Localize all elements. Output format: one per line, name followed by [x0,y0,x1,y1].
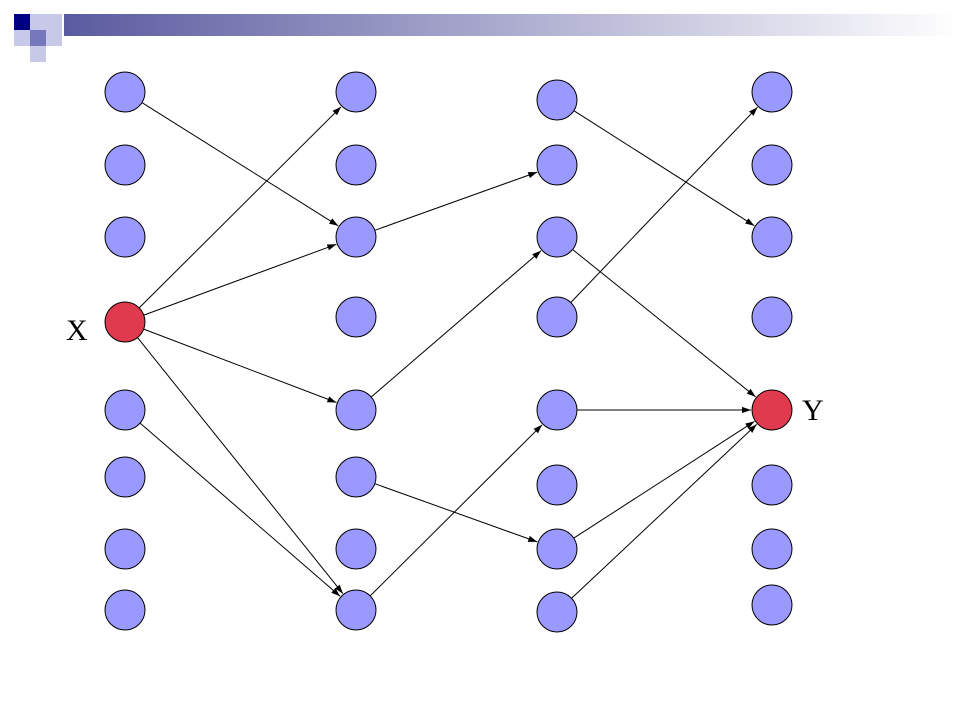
graph-node [751,71,793,113]
source-node-label: X [66,314,88,347]
edge-arrow [570,106,758,303]
highlighted-node [104,301,146,343]
graph-node [335,589,377,631]
edge-arrow [369,424,543,597]
corner-square-dark [14,14,30,30]
graph-node [536,528,578,570]
edge-arrow [370,250,542,398]
graph-node [751,296,793,338]
graph-node [751,216,793,258]
edge-arrow [143,328,337,403]
graph-node [536,389,578,431]
highlighted-node [751,389,793,431]
graph-node [751,464,793,506]
graph-node [335,71,377,113]
graph-node [335,456,377,498]
graph-node [104,216,146,258]
graph-node [104,71,146,113]
graph-node [536,591,578,633]
graph-node [751,584,793,626]
edge-arrow [572,249,756,398]
edge-arrow [138,106,342,309]
graph-node [104,528,146,570]
corner-square-mid [30,30,46,46]
graph-node [335,216,377,258]
graph-node [536,79,578,121]
edge-arrow [141,102,339,227]
target-node-label: Y [802,394,824,427]
nodes-layer [104,71,793,633]
graph-node [536,464,578,506]
graph-node [536,296,578,338]
graph-node [751,528,793,570]
corner-square-light [46,14,62,30]
edge-arrow [374,483,538,543]
edge-arrow [139,422,341,597]
edge-arrow [571,424,758,599]
graph-node [104,456,146,498]
graph-node [104,144,146,186]
corner-square-light [46,30,62,46]
edge-arrow [573,110,755,227]
graph-node [104,389,146,431]
header-gradient-bar [64,14,960,36]
corner-square-light [30,14,46,30]
graph-node [104,589,146,631]
graph-node [536,216,578,258]
graph-node [536,144,578,186]
edge-arrow [137,337,344,594]
graph-node [751,144,793,186]
graph-node [335,389,377,431]
graph-node [335,296,377,338]
edge-arrow [374,171,538,231]
graph-node [335,528,377,570]
edge-arrow [573,420,755,539]
edges-layer [137,102,758,599]
graph-node [335,144,377,186]
edge-arrow [143,243,337,316]
corner-square-light [14,30,30,46]
corner-square-light [30,46,46,62]
